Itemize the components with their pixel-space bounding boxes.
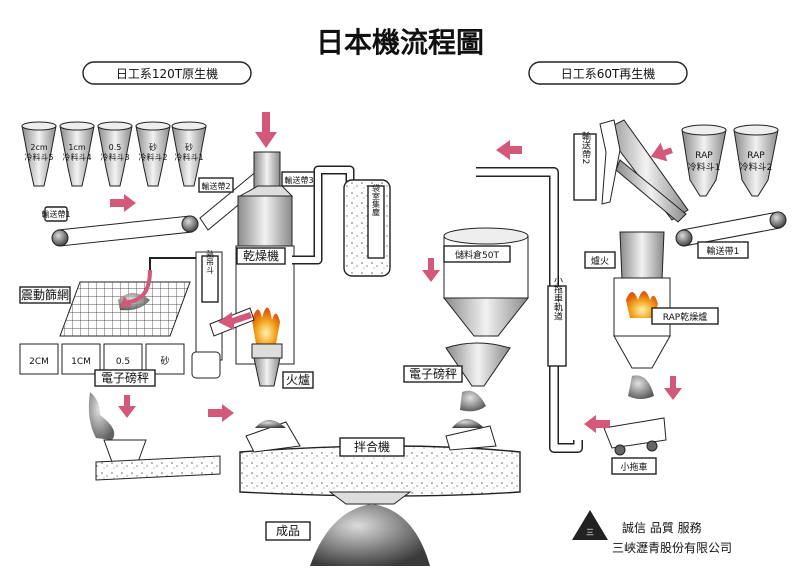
flow-arrow-left-rap bbox=[650, 142, 673, 162]
svg-text:1CM: 1CM bbox=[71, 357, 91, 367]
flow-arrow-curve bbox=[120, 296, 132, 308]
storage-silo: 儲料倉50T bbox=[442, 227, 530, 337]
svg-text:熱吊斗: 熱吊斗 bbox=[206, 249, 215, 274]
svg-text:冷料斗1: 冷料斗1 bbox=[688, 161, 721, 173]
svg-text:輸送帶2: 輸送帶2 bbox=[201, 181, 230, 191]
cold-hopper-4: 1cm 冷料斗4 bbox=[59, 121, 95, 187]
vibrating-screen: 震動篩網 bbox=[19, 281, 191, 337]
flow-arrow-down-rap bbox=[664, 376, 682, 400]
svg-text:冷料斗3: 冷料斗3 bbox=[100, 152, 129, 162]
dryer-label: 乾燥機 bbox=[243, 248, 279, 263]
flow-arrow-right bbox=[110, 194, 136, 212]
svg-text:0.5: 0.5 bbox=[109, 143, 122, 152]
right-plant-title: 日工系60T再生機 bbox=[561, 66, 656, 81]
flow-arrow-down-2 bbox=[118, 395, 136, 418]
hot-bin-sand: 砂 bbox=[145, 343, 185, 375]
company-logo bbox=[572, 510, 608, 540]
svg-text:火爐: 火爐 bbox=[286, 372, 310, 387]
cart: 小拖車 bbox=[603, 417, 667, 475]
svg-text:2cm: 2cm bbox=[30, 143, 47, 152]
cold-hopper-1: 砂 冷料斗1 bbox=[171, 121, 207, 187]
svg-text:三: 三 bbox=[586, 528, 594, 537]
left-conveyor-1: 輸送帶1 bbox=[41, 206, 199, 247]
svg-text:輸送帶3: 輸送帶3 bbox=[284, 175, 313, 185]
cold-hopper-3: 0.5 冷料斗3 bbox=[97, 121, 133, 187]
svg-text:輸送帶1: 輸送帶1 bbox=[707, 245, 740, 257]
hot-bin-2cm: 2CM bbox=[19, 343, 59, 375]
svg-text:砂: 砂 bbox=[149, 142, 157, 152]
svg-text:RAP乾燥爐: RAP乾燥爐 bbox=[663, 311, 707, 323]
svg-text:輸送帶1: 輸送帶1 bbox=[41, 209, 70, 219]
rap-hoppers: RAP 冷料斗1 RAP 冷料斗2 bbox=[681, 124, 779, 197]
left-cold-hoppers: 2cm 冷料斗5 1cm 冷料斗4 0.5 冷料斗3 砂 冷料斗2 砂 冷料斗1 bbox=[21, 121, 207, 187]
left-plant-heading: 日工系120T原生機 bbox=[82, 61, 252, 85]
flow-arrow-left-top bbox=[496, 140, 522, 160]
left-conveyor-2: 輸送帶2 bbox=[198, 169, 267, 231]
svg-text:袋室集塵: 袋室集塵 bbox=[372, 183, 381, 217]
flow-arrow-chute bbox=[218, 312, 252, 330]
svg-text:2CM: 2CM bbox=[29, 357, 49, 367]
svg-text:砂: 砂 bbox=[185, 142, 193, 152]
svg-text:1cm: 1cm bbox=[68, 143, 85, 152]
svg-text:小拖車軌道: 小拖車軌道 bbox=[552, 275, 563, 321]
svg-text:電子磅秤: 電子磅秤 bbox=[101, 370, 149, 385]
svg-text:電子磅秤: 電子磅秤 bbox=[409, 366, 457, 381]
rap-dryer: 爐火 RAP乾燥爐 bbox=[584, 231, 719, 369]
product-pile: 成品 bbox=[265, 504, 430, 566]
mixer-label: 拌合機 bbox=[354, 439, 390, 454]
right-conveyor-2: 輸送帶2 bbox=[573, 119, 689, 223]
hot-elevator: 熱吊斗 bbox=[191, 249, 223, 379]
flow-arrow-right-2 bbox=[208, 404, 234, 422]
left-scale: 電子磅秤 bbox=[94, 369, 156, 387]
hot-bins: 2CM 1CM 0.5 砂 bbox=[19, 343, 185, 375]
product-label: 成品 bbox=[276, 524, 300, 538]
svg-text:冷料斗4: 冷料斗4 bbox=[62, 152, 91, 162]
mixer: 拌合機 bbox=[239, 419, 521, 505]
rap-hopper-1: RAP 冷料斗1 bbox=[681, 124, 727, 197]
svg-text:小拖車: 小拖車 bbox=[620, 461, 647, 473]
svg-text:儲料倉50T: 儲料倉50T bbox=[455, 249, 499, 261]
company-block: 三 誠信 品質 服務 三峽瀝青股份有限公司 bbox=[572, 510, 732, 555]
screen-label: 震動篩網 bbox=[21, 287, 69, 302]
svg-text:RAP: RAP bbox=[695, 151, 713, 161]
cold-hopper-2: 砂 冷料斗2 bbox=[135, 121, 171, 187]
dust-collector: 袋室集塵 bbox=[343, 179, 391, 277]
diagram-title: 日本機流程圖 bbox=[316, 26, 484, 59]
flow-arrow-down-silo bbox=[422, 258, 440, 282]
dryer-flame bbox=[252, 307, 280, 344]
svg-text:冷料斗5: 冷料斗5 bbox=[24, 152, 53, 162]
left-conveyor-3: 輸送帶3 bbox=[253, 151, 317, 191]
svg-text:爐火: 爐火 bbox=[591, 255, 609, 267]
cold-hopper-5: 2cm 冷料斗5 bbox=[21, 121, 57, 187]
svg-text:冷料斗2: 冷料斗2 bbox=[740, 161, 773, 173]
rap-hopper-2: RAP 冷料斗2 bbox=[733, 124, 779, 197]
svg-text:冷料斗2: 冷料斗2 bbox=[138, 152, 167, 162]
company-name: 三峽瀝青股份有限公司 bbox=[612, 540, 732, 555]
flow-arrow-down bbox=[255, 112, 277, 148]
right-scale: 電子磅秤 bbox=[403, 342, 511, 387]
svg-text:輸送帶2: 輸送帶2 bbox=[580, 131, 591, 165]
svg-text:0.5: 0.5 bbox=[116, 357, 130, 367]
svg-text:RAP: RAP bbox=[747, 151, 765, 161]
rap-dryer-flame bbox=[626, 291, 658, 318]
left-dryer: 乾燥機 bbox=[235, 185, 295, 387]
left-plant-title: 日工系120T原生機 bbox=[116, 66, 218, 81]
right-plant-heading: 日工系60T再生機 bbox=[528, 61, 688, 85]
left-burner: 火爐 bbox=[282, 371, 314, 389]
company-slogan: 誠信 品質 服務 bbox=[622, 520, 702, 535]
svg-text:砂: 砂 bbox=[160, 355, 169, 367]
cart-rail: 小拖車軌道 bbox=[476, 167, 583, 453]
right-conveyor-1: 輸送帶1 bbox=[675, 211, 787, 259]
svg-text:冷料斗1: 冷料斗1 bbox=[174, 152, 203, 162]
